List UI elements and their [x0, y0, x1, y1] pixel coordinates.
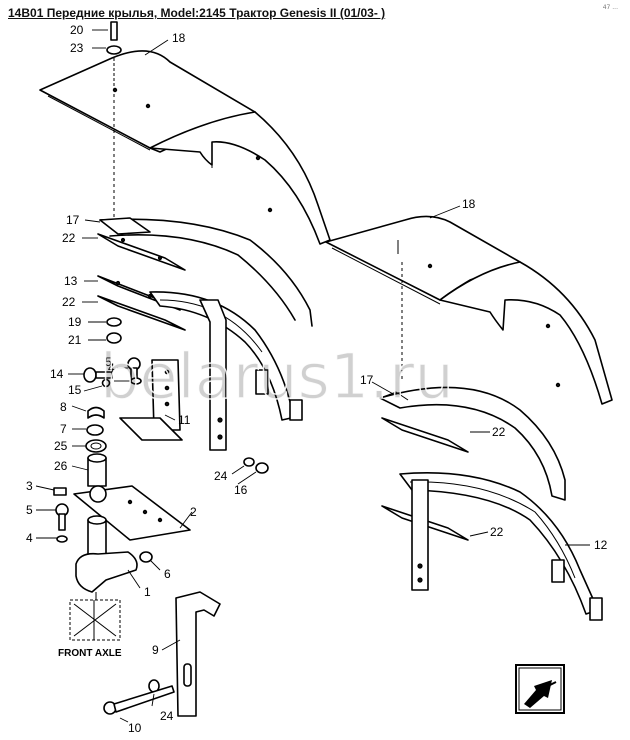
screw-part-3: [53, 487, 67, 496]
fender-upper-left: [39, 50, 331, 245]
callout-9: 9: [152, 643, 159, 657]
callout-24-low: 24: [160, 709, 174, 723]
washer-part-24-mid: [243, 457, 255, 467]
ring-part-7: [86, 424, 104, 436]
bracket-post-right: [411, 479, 429, 591]
washer-part-4-lower: [56, 535, 68, 543]
washer-part-15: [101, 378, 111, 388]
plate-22-right-a: [381, 417, 469, 453]
callout-21: 21: [68, 333, 82, 347]
nut-part-6: [139, 551, 153, 563]
bolt-part-20: [106, 21, 122, 88]
bracket-part-11: [199, 299, 227, 451]
bracket-part-9: [175, 591, 221, 717]
callout-18-left: 18: [172, 31, 186, 45]
plate-22-upper: [97, 233, 186, 271]
callout-22-c: 22: [492, 425, 506, 439]
nav-arrow-button[interactable]: [515, 664, 565, 714]
callout-12: 12: [594, 538, 608, 552]
washer-part-4-upper: [130, 377, 142, 385]
callout-18-right: 18: [462, 197, 476, 211]
callout-4-lower: 4: [26, 531, 33, 545]
watermark: belarus1.ru: [100, 340, 454, 413]
fender-lower-right: [379, 386, 566, 501]
callout-3: 3: [26, 479, 33, 493]
leader-lines: [35, 29, 590, 723]
callout-24-mid: 24: [214, 469, 228, 483]
spacer-part-26: [87, 453, 107, 487]
callout-26: 26: [54, 459, 68, 473]
callout-17-right: 17: [360, 373, 374, 387]
bolt-part-5-upper: [127, 357, 141, 383]
callout-2: 2: [190, 505, 197, 519]
callout-7: 7: [60, 422, 67, 436]
callout-13: 13: [64, 274, 78, 288]
bolt-part-14: [83, 367, 113, 383]
callout-17-left: 17: [66, 213, 80, 227]
front-axle-label: FRONT AXLE: [58, 648, 122, 659]
callout-23: 23: [70, 41, 84, 55]
corner-mark: 47 ...: [602, 4, 618, 11]
callout-20: 20: [70, 23, 84, 37]
callout-25: 25: [54, 439, 68, 453]
callout-11: 11: [178, 413, 191, 427]
callout-5-upper: 5: [105, 355, 112, 369]
callout-4-upper: 4: [108, 361, 115, 375]
fender-stay-right: [399, 472, 603, 621]
callout-14: 14: [50, 367, 64, 381]
callout-5-lower: 5: [26, 503, 33, 517]
bolt-part-10: [103, 685, 175, 715]
seal-part-25: [85, 439, 107, 453]
bush-part-8: [87, 406, 105, 419]
callout-10: 10: [128, 721, 142, 735]
callout-1: 1: [144, 585, 151, 599]
callout-22-d: 22: [490, 525, 504, 539]
bolt-part-5-lower: [55, 503, 69, 531]
pivot-part-1: [75, 515, 138, 593]
callout-19: 19: [68, 315, 82, 329]
callout-22-a: 22: [62, 231, 76, 245]
callout-15: 15: [68, 383, 82, 397]
washer-part-19: [106, 317, 122, 327]
plate-22-mid: [97, 295, 186, 331]
bracket-plate-11: [119, 359, 183, 441]
plate-part-2: [73, 485, 191, 541]
nut-part-16: [255, 462, 269, 474]
fender-middle: [99, 88, 313, 327]
nut-part-21: [106, 332, 122, 344]
arrow-icon: [524, 680, 557, 708]
plate-17-upper: [99, 217, 151, 235]
fender-upper-right: [325, 215, 613, 405]
callout-6: 6: [164, 567, 171, 581]
page-title: 14B01 Передние крылья, Model:2145 Тракто…: [8, 6, 386, 20]
front-axle: [69, 592, 121, 641]
callout-22-b: 22: [62, 295, 76, 309]
callout-8: 8: [60, 400, 67, 414]
callout-16: 16: [234, 483, 248, 497]
